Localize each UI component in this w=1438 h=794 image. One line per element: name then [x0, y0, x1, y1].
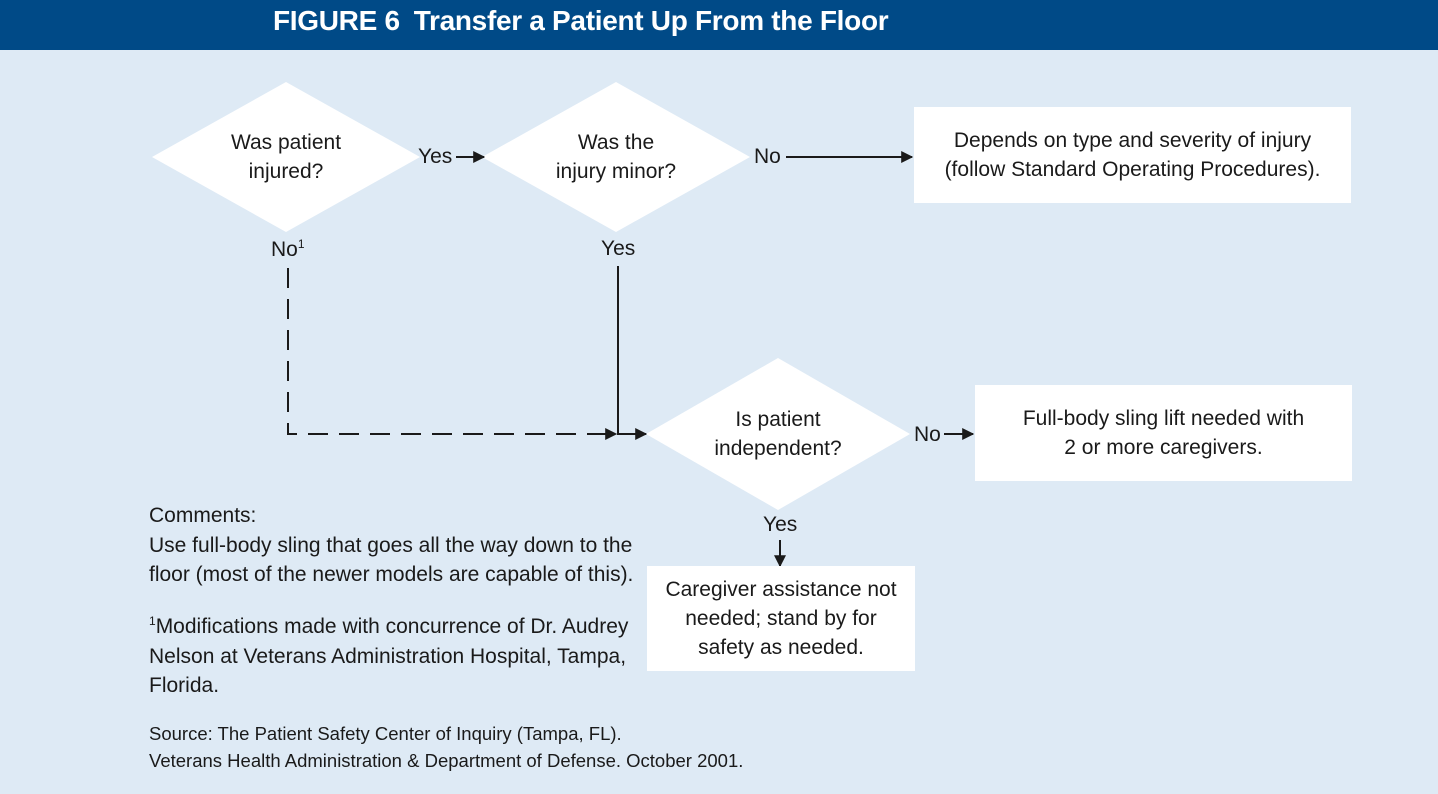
footnote: 1Modifications made with concurrence of … [149, 612, 639, 701]
figure-header: FIGURE 6 Transfer a Patient Up From the F… [0, 0, 1438, 50]
edge-label-independent-no: No [914, 423, 941, 446]
edge-label-minor-no: No [754, 145, 781, 168]
outcome-standby-line3: safety as needed. [698, 636, 864, 659]
footnote-text: Modifications made with concurrence of D… [149, 615, 629, 697]
outcome-sling-line1: Full-body sling lift needed with [1022, 407, 1305, 430]
arrow-injured-no-dashed [287, 268, 618, 440]
outcome-sling-line2: 2 or more caregivers. [1064, 436, 1263, 459]
decision-independent-line2: independent? [714, 437, 842, 460]
outcome-sop-box: Depends on type and severity of injury (f… [914, 107, 1351, 203]
arrow-minor-yes [617, 266, 648, 440]
decision-minor-diamond [482, 82, 750, 232]
outcome-standby-line2: needed; stand by for [685, 607, 877, 630]
decision-injured-text: Was patient injured? [186, 127, 386, 187]
edge-label-injured-no-text: No [271, 238, 298, 261]
outcome-sling-box: Full-body sling lift needed with 2 or mor… [975, 385, 1352, 481]
comments-line2: floor (most of the newer models are capa… [149, 563, 634, 586]
decision-injured-line1: Was patient [230, 131, 342, 154]
edge-label-minor-yes: Yes [601, 237, 636, 260]
decision-independent-diamond [646, 358, 910, 510]
edge-label-injured-yes: Yes [418, 145, 453, 168]
decision-independent-line1: Is patient [735, 408, 821, 431]
decision-injured-line2: injured? [248, 160, 324, 183]
decision-injured-diamond [152, 82, 420, 232]
edge-label-independent-yes: Yes [763, 513, 798, 536]
comments-block: Comments: Use full-body sling that goes … [149, 501, 649, 590]
comments-line1: Use full-body sling that goes all the wa… [149, 533, 633, 557]
decision-minor-line1: Was the [577, 131, 655, 154]
outcome-sop-line2: (follow Standard Operating Procedures). [944, 158, 1321, 181]
decision-independent-text: Is patient independent? [678, 404, 878, 464]
comments-heading: Comments: [149, 504, 257, 527]
source-line1: Source: The Patient Safety Center of Inq… [149, 723, 622, 744]
source-line2: Veterans Health Administration & Departm… [149, 750, 744, 771]
figure-number: FIGURE 6 [273, 5, 400, 36]
decision-minor-line2: injury minor? [555, 160, 677, 183]
edge-label-injured-no: No1 [271, 235, 305, 264]
outcome-standby-box: Caregiver assistance not needed; stand by… [647, 566, 915, 671]
outcome-standby-line1: Caregiver assistance not [665, 578, 897, 601]
source-citation: Source: The Patient Safety Center of Inq… [149, 720, 743, 774]
footnote-mark: 1 [297, 237, 305, 251]
outcome-sop-line1: Depends on type and severity of injury [953, 129, 1312, 152]
figure-title: FIGURE 6 Transfer a Patient Up From the F… [273, 5, 889, 37]
decision-minor-text: Was the injury minor? [516, 127, 716, 187]
footnote-marker: 1 [149, 614, 156, 628]
figure-title-text: Transfer a Patient Up From the Floor [413, 5, 889, 36]
